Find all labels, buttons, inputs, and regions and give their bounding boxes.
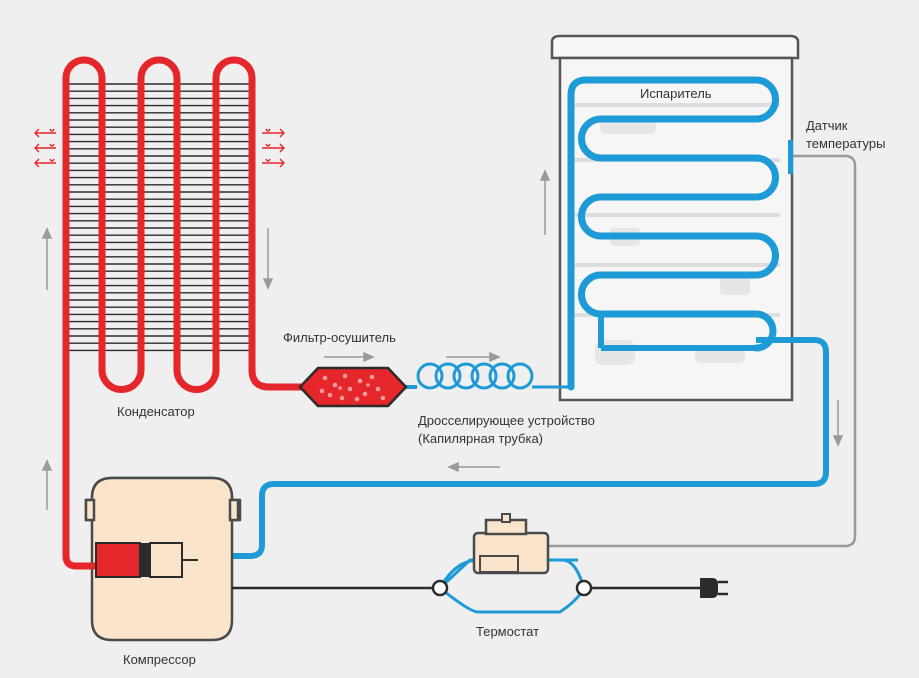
throttle-label-1: Дросселирующее устройство xyxy=(418,413,595,428)
sensor-label-1: Датчик xyxy=(806,118,848,133)
heat-arrows-left xyxy=(34,128,56,168)
evaporator-label: Испаритель xyxy=(640,86,712,101)
fridge-top xyxy=(550,34,800,60)
filter-drier xyxy=(298,366,417,408)
food-items-3 xyxy=(720,275,750,295)
throttle-label-2: (Капилярная трубка) xyxy=(418,431,544,446)
temperature-sensor xyxy=(548,140,857,548)
condenser-coil xyxy=(62,56,314,549)
filter-drier-label: Фильтр-осушитель xyxy=(283,330,396,345)
thermostat-label: Термостат xyxy=(476,624,540,639)
condenser-fins xyxy=(66,83,252,352)
condenser-label: Конденсатор xyxy=(117,404,195,419)
power-plug xyxy=(591,578,728,598)
suction-line xyxy=(232,314,829,559)
evaporator-coil xyxy=(567,76,779,391)
compressor-label: Компрессор xyxy=(123,652,196,667)
heat-arrows-right xyxy=(262,128,285,168)
sensor-label-2: температуры xyxy=(806,136,886,151)
compressor xyxy=(62,476,440,642)
flow-arrows xyxy=(41,169,844,510)
capillary-tube xyxy=(416,110,573,390)
thermostat xyxy=(431,513,593,614)
